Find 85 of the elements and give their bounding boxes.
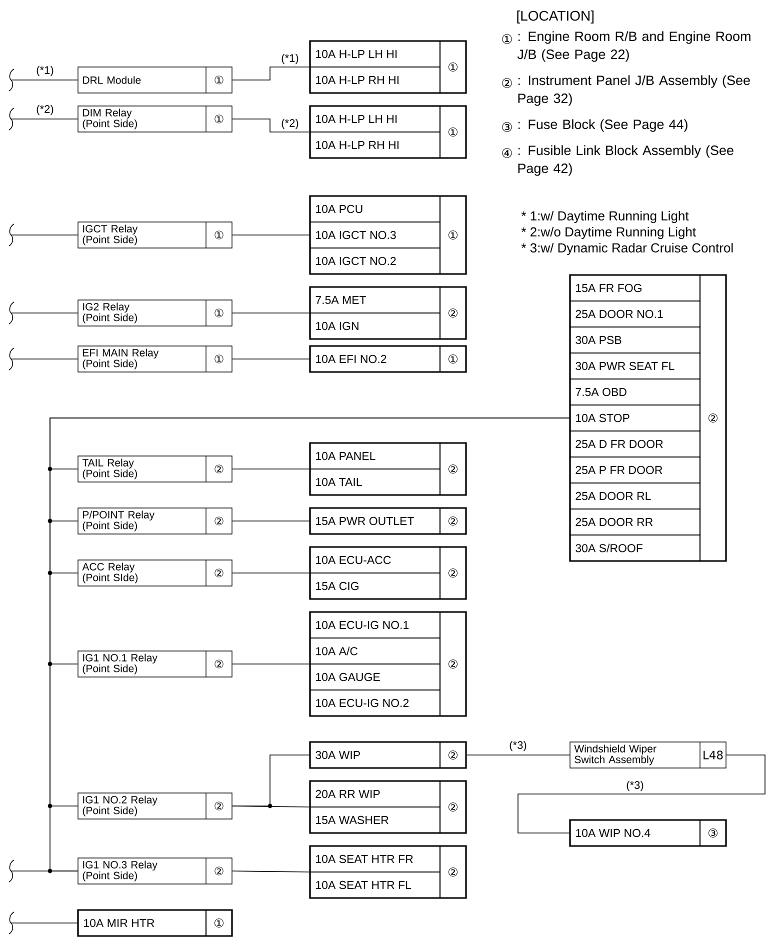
wire — [10, 118, 78, 120]
fuse-row: 15A FR FOG — [569, 274, 701, 302]
wire — [10, 312, 78, 314]
location-note: : Fuse Block (See Page 44) — [518, 119, 688, 132]
fuse-row: 10A SEAT HTR FL — [309, 871, 441, 899]
fuse-row: 15A CIG — [309, 572, 441, 600]
wire — [232, 468, 310, 470]
edge-label: (*1) — [280, 52, 300, 66]
footnote: * 1:w/ Daytime Running Light — [521, 210, 689, 224]
relay-box: P/POINT Relay (Point Side) ② — [78, 508, 232, 534]
wire — [232, 572, 310, 574]
location-heading: [LOCATION] — [517, 10, 594, 24]
fuse-row: 10A A/C — [309, 637, 441, 665]
edge-label: (*3) — [625, 780, 645, 792]
footnote: * 2:w/o Daytime Running Light — [521, 226, 696, 240]
fuse-row: 25A DOOR RL — [569, 482, 701, 510]
edge-label: (*2) — [35, 104, 55, 116]
location-note: : Instrument Panel J/B Assembly (See Page 32) — [518, 75, 750, 106]
relay-box: EFI MAIN Relay (Point Side) ① — [78, 346, 232, 372]
location-number: ④ — [502, 148, 512, 158]
footnote: * 3:w/ Dynamic Radar Cruise Control — [521, 242, 733, 256]
fuse-row: 10A EFI NO.2 — [309, 345, 441, 373]
wire — [10, 358, 78, 360]
fuse-row: 10A IGCT NO.2 — [309, 247, 441, 275]
fuse-row: 25A DOOR NO.1 — [569, 300, 701, 328]
fuse-row: 10A STOP — [569, 404, 701, 432]
fuse-row: 10A PANEL — [309, 442, 441, 470]
fuse-row: 10A H-LP RH HI — [309, 66, 441, 94]
fuse-row: 10A GAUGE — [309, 663, 441, 691]
wire — [10, 922, 78, 924]
fuse-row: 10A SEAT HTR FR — [309, 845, 441, 873]
fuse-row: 15A PWR OUTLET — [309, 507, 441, 535]
relay-box: IG2 Relay (Point Side) ① — [78, 300, 232, 326]
fuse-row: 25A D FR DOOR — [569, 430, 701, 458]
relay-box: DRL Module ① — [78, 66, 232, 94]
wire — [232, 806, 310, 808]
fuse-row: 10A IGN — [309, 312, 441, 340]
fuse-row: 10A H-LP LH HI — [309, 105, 441, 133]
fuse-row: 7.5A MET — [309, 286, 441, 314]
fuse-row: 20A RR WIP — [309, 780, 441, 808]
fuse-row: 30A S/ROOF — [569, 534, 701, 562]
relay-box: TAIL Relay (Point Side) ② — [78, 456, 232, 482]
relay-box: IG1 NO.2 Relay (Point Side) ② — [78, 792, 232, 820]
fuse-row: 10A H-LP RH HI — [309, 131, 441, 159]
fuse-row: 10A ECU-IG NO.2 — [309, 689, 441, 717]
fuse-row: 10A H-LP LH HI — [309, 40, 441, 68]
relay-box: IGCT Relay (Point Side) ① — [78, 222, 232, 248]
fuse-row: 10A WIP NO.4 — [569, 819, 701, 847]
edge-label: (*2) — [280, 118, 300, 130]
relay-box: DIM Relay (Point Side) ① — [78, 106, 232, 132]
wire — [232, 66, 310, 80]
wire — [232, 118, 310, 132]
fuse-row: 25A P FR DOOR — [569, 456, 701, 484]
fuse-row: 15A WASHER — [309, 806, 441, 834]
fuse-row: 30A PSB — [569, 326, 701, 354]
fuse-row: 10A IGCT NO.3 — [309, 221, 441, 249]
wire — [466, 754, 570, 756]
relay-box: ACC Relay (Point SIde) ② — [78, 560, 232, 586]
location-number: ① — [502, 34, 512, 44]
wire — [10, 870, 78, 872]
relay-box: IG1 NO.1 Relay (Point Side) ② — [78, 650, 232, 678]
fuse-row: 10A TAIL — [309, 468, 441, 496]
wire — [518, 754, 766, 834]
switch-box: Windshield Wiper Switch Assembly L48 — [570, 742, 726, 768]
wire — [232, 358, 310, 360]
fuse-row: 30A WIP — [309, 741, 441, 769]
fuse-row: 30A PWR SEAT FL — [569, 352, 701, 380]
edge-label: (*3) — [508, 740, 528, 752]
wire — [232, 234, 310, 236]
location-number: ② — [502, 78, 512, 88]
wire — [232, 870, 310, 872]
fuse-row: 10A PCU — [309, 195, 441, 223]
location-note: : Fusible Link Block Assembly (See Page 42) — [518, 145, 734, 176]
location-note: : Engine Room R/B and Engine Room J/B (See Page 22) — [517, 31, 750, 62]
fuse-row: 10A ECU-ACC — [309, 546, 441, 574]
fuse-row: 10A ECU-IG NO.1 — [309, 611, 441, 639]
wire — [232, 312, 310, 314]
location-number: ③ — [502, 122, 512, 132]
relay-box: IG1 NO.3 Relay (Point Side) ② — [78, 858, 232, 884]
wire — [10, 234, 78, 236]
fuse-row: 25A DOOR RR — [569, 508, 701, 536]
fuse-row: 7.5A OBD — [569, 378, 701, 406]
fuse-row: 10A MIR HTR — [77, 909, 207, 937]
wire — [232, 520, 310, 522]
edge-label: (*1) — [35, 64, 55, 78]
